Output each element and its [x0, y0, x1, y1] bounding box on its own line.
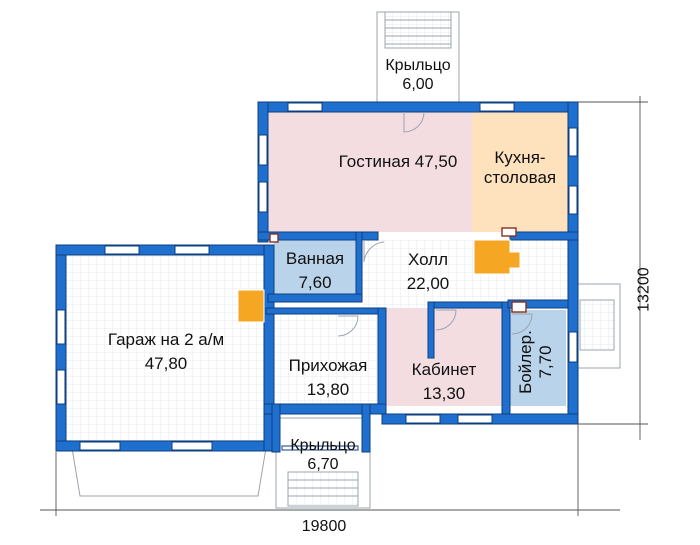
porch-top-area: 6,00	[402, 76, 434, 94]
porch-bottom-drawing	[275, 417, 371, 509]
porch-right-drawing	[577, 283, 621, 369]
height-dimension: 13200	[635, 267, 653, 312]
kitchen-label: Кухня- столовая	[470, 148, 570, 189]
bath-name: Ванная	[285, 249, 345, 268]
kitchen-floor	[472, 110, 568, 232]
width-dimension: 19800	[301, 518, 347, 535]
porch-top-drawing	[376, 11, 460, 103]
office-area: 13,30	[422, 384, 466, 404]
entry-name: Прихожая	[288, 356, 368, 375]
bath-area: 7,60	[298, 273, 332, 293]
boiler-area: 7,70	[536, 345, 556, 379]
entry-floor	[274, 314, 382, 406]
porch-top-name: Крыльцо	[385, 57, 451, 74]
garage-driveway	[71, 447, 267, 497]
doors	[337, 111, 533, 337]
kitchen-name-line2: столовая	[483, 168, 557, 188]
living-room-label: Гостиная 47,50	[318, 152, 478, 172]
bath-floor	[274, 240, 356, 294]
garage-name: Гараж на 2 а/м	[107, 330, 225, 349]
fixtures	[269, 227, 527, 313]
entry-area: 13,80	[306, 380, 350, 400]
porch-bottom-name: Крыльцо	[290, 437, 356, 454]
porch-bottom-label: Крыльцо 6,70	[272, 436, 374, 474]
garage-area: 47,80	[144, 354, 188, 374]
living-floor	[268, 110, 472, 232]
living-room-area: 47,50	[414, 152, 458, 171]
hall-area: 22,00	[406, 274, 450, 294]
garage-label: Гараж на 2 а/м 47,80	[76, 330, 256, 375]
boiler-name: Бойлер.	[516, 330, 535, 394]
boiler-floor	[510, 310, 566, 406]
hall-label: Холл 22,00	[380, 250, 476, 295]
hall-floor	[362, 240, 568, 300]
garage-floor	[66, 255, 266, 445]
hall-name: Холл	[407, 250, 449, 269]
office-label: Кабинет 13,30	[390, 360, 498, 405]
office-name: Кабинет	[411, 360, 477, 379]
stairs	[237, 239, 521, 323]
entry-label: Прихожая 13,80	[272, 356, 384, 401]
bath-label: Ванная 7,60	[270, 249, 360, 294]
living-room-name: Гостиная	[338, 152, 411, 171]
porch-bottom-area: 6,70	[307, 456, 339, 474]
kitchen-name-line1: Кухня-	[494, 148, 546, 167]
office-floor	[386, 308, 502, 406]
boiler-label: Бойлер. 7,70	[516, 314, 560, 410]
windows	[56, 102, 578, 451]
dimension-lines	[40, 96, 648, 516]
floor-fills	[66, 110, 568, 445]
porch-top-label: Крыльцо 6,00	[368, 56, 468, 94]
